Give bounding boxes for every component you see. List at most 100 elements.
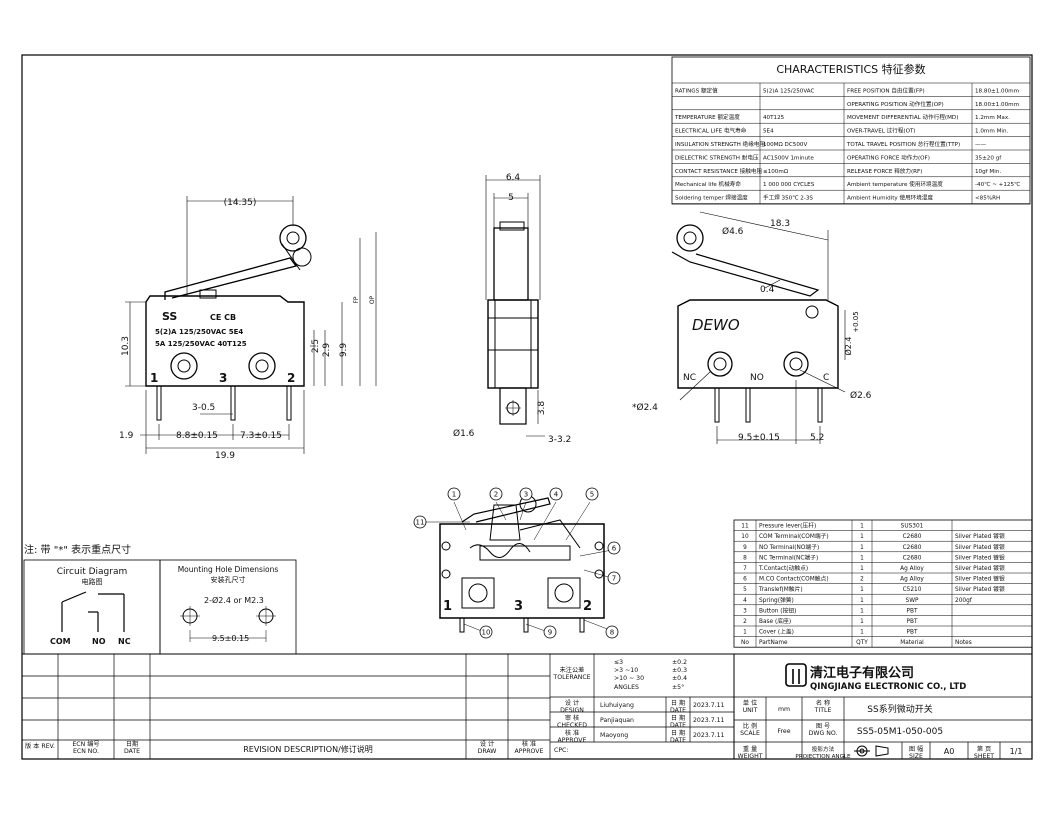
drawing-number: SS5-05M1-050-005 (857, 727, 943, 737)
dim-7-3: 7.3±0.15 (240, 431, 282, 441)
callout-bubble-5 (585, 487, 599, 501)
dim-2-5: 2.5 (311, 339, 321, 353)
design-name: Liuhuiyang (600, 702, 634, 709)
char-cell-r5-c1: AC1500V 1minute (763, 155, 814, 161)
bom-header-c1: PartName (759, 640, 788, 646)
bom-cell-r3-c4: Silver Plated 镀银 (955, 553, 1005, 561)
dim-8-8: 8.8±0.15 (176, 431, 218, 441)
bom-header-c0: No (741, 640, 749, 646)
char-cell-r5-c0: DIELECTRIC STRENGTH 耐电压 (675, 153, 759, 161)
approve-date: 2023.7.11 (693, 732, 725, 739)
back-view (671, 211, 846, 444)
char-cell-r1-c2: OPERATING POSITION 动作位置(OP) (847, 100, 944, 108)
dim-9-5: 9.5±0.15 (738, 433, 780, 443)
rev-col-label: 版 本 REV. (25, 742, 55, 750)
callout-number-5: 5 (590, 491, 594, 499)
char-cell-r7-c1: 1 000 000 CYCLES (763, 182, 815, 188)
mounting-hole-box: Mounting Hole Dimensions 安装孔尺寸 2-Ø2.4 or… (159, 559, 297, 655)
callout-number-9: 9 (548, 629, 552, 637)
revision-description-label: REVISION DESCRIPTION/修订说明 (243, 744, 373, 754)
callout-bubble-2 (489, 487, 503, 501)
section-terminal-3: 3 (514, 599, 523, 614)
bom-cell-r8-c1: Button (按钮) (759, 606, 796, 614)
dim-2-9: 2.9 (322, 343, 332, 358)
bom-cell-r9-c1: Base (底座) (759, 617, 791, 625)
section-terminal-2: 2 (583, 599, 592, 614)
bom-cell-r4-c2: 1 (860, 566, 864, 572)
bom-cell-r6-c4: Silver Plated 镀银 (955, 585, 1005, 593)
bom-cell-r2-c0: 9 (743, 545, 747, 551)
bom-cell-r2-c3: C2680 (903, 545, 922, 551)
char-cell-r0-c0: RATINGS 额定值 (675, 86, 718, 94)
callout-bubble-3 (519, 487, 533, 501)
front-view-labels: (14.35) 10.3 2.5 2.9 9.9 FP OP 3-0.5 1.9… (119, 198, 376, 461)
back-label-c: C (823, 373, 829, 383)
bom-cell-r8-c2: 1 (860, 608, 864, 614)
back-view-labels: 18.3 Ø4.6 0.4 Ø2.4 Ø2.6 9.5±0.15 5.2 *Ø2… (632, 219, 872, 443)
checked-name: Panjiaquan (600, 717, 634, 724)
section-terminal-labels: 1 3 2 (443, 599, 592, 614)
mounting-title-cn: 安装孔尺寸 (211, 575, 246, 584)
circuit-title: Circuit Diagram (57, 567, 127, 577)
bom-cell-r6-c1: Translef(M触片) (758, 585, 803, 593)
char-cell-r2-c3: 1.2mm Max. (975, 115, 1010, 121)
dim-6-4: 6.4 (506, 173, 521, 183)
callout-bubble-4 (549, 487, 563, 501)
callout-number-11: 11 (416, 519, 425, 527)
bom-cell-r3-c3: C2680 (903, 555, 922, 561)
char-cell-r3-c3: 1.0mm Min. (975, 129, 1008, 135)
bom-cell-r6-c0: 5 (743, 587, 747, 593)
tol-value-1: ±0.3 (672, 667, 687, 674)
bom-cell-r4-c1: T.Contact(动触点) (758, 564, 808, 572)
char-cell-r6-c0: CONTACT RESISTANCE 接触电阻 (675, 167, 762, 175)
dim-dia-4-6: Ø4.6 (722, 226, 744, 237)
bom-cell-r10-c0: 1 (743, 630, 747, 636)
dim-0-4: 0.4 (760, 285, 775, 295)
side-view (485, 175, 545, 437)
title-block (22, 653, 1032, 759)
callout-number-4: 4 (554, 491, 559, 499)
bom-cell-r0-c1: Pressure lever(压杆) (759, 522, 816, 530)
bom-cell-r1-c2: 1 (860, 534, 864, 540)
bom-cell-r0-c2: 1 (860, 524, 864, 530)
callout-bubble-7 (607, 571, 621, 585)
scale-value: Free (777, 728, 790, 735)
body-rating-2: 5A 125/250VAC 40T125 (155, 340, 247, 348)
char-cell-r4-c3: —— (975, 142, 987, 148)
company-logo (785, 663, 807, 687)
bom-cell-r2-c4: Silver Plated 镀银 (955, 543, 1005, 551)
bom-cell-r5-c2: 2 (860, 577, 864, 583)
dim-5: 5 (508, 193, 514, 203)
bom-cell-r0-c3: SUS301 (901, 524, 924, 530)
bom-cell-r4-c3: Ag Alloy (900, 566, 924, 572)
char-cell-r6-c3: 10gf Min. (975, 169, 1001, 175)
bom-cell-r6-c2: 1 (860, 587, 864, 593)
terminal-label-3: 3 (219, 371, 227, 385)
char-cell-r1-c3: 18.00±1.00mm (975, 102, 1019, 108)
callout-number-7: 7 (612, 575, 616, 583)
bom-cell-r7-c4: 200gf (955, 598, 973, 604)
char-cell-r8-c0: Soldering temper 焊接温度 (675, 194, 748, 202)
dim-dia-1-6: Ø1.6 (453, 428, 475, 439)
char-cell-r0-c3: 18.80±1.00mm (975, 88, 1019, 94)
sheet-value: 1/1 (1010, 747, 1023, 756)
dim-fp: FP (353, 296, 360, 303)
callout-bubble-6 (607, 541, 621, 555)
char-cell-r6-c1: ≤100mΩ (763, 169, 789, 175)
bom-header-c4: Notes (955, 640, 972, 646)
body-rating-1: 5(2)A 125/250VAC 5E4 (155, 328, 243, 336)
bom-cell-r1-c4: Silver Plated 镀银 (955, 532, 1005, 540)
dim-14-35: (14.35) (224, 198, 257, 208)
char-cell-r0-c2: FREE POSITION 自由位置(FP) (847, 86, 925, 94)
unit-value: mm (778, 706, 790, 713)
bom-cell-r1-c1: COM Terminal(COM端子) (759, 532, 829, 540)
char-cell-r7-c3: -40℃ ~ +125℃ (975, 181, 1020, 188)
